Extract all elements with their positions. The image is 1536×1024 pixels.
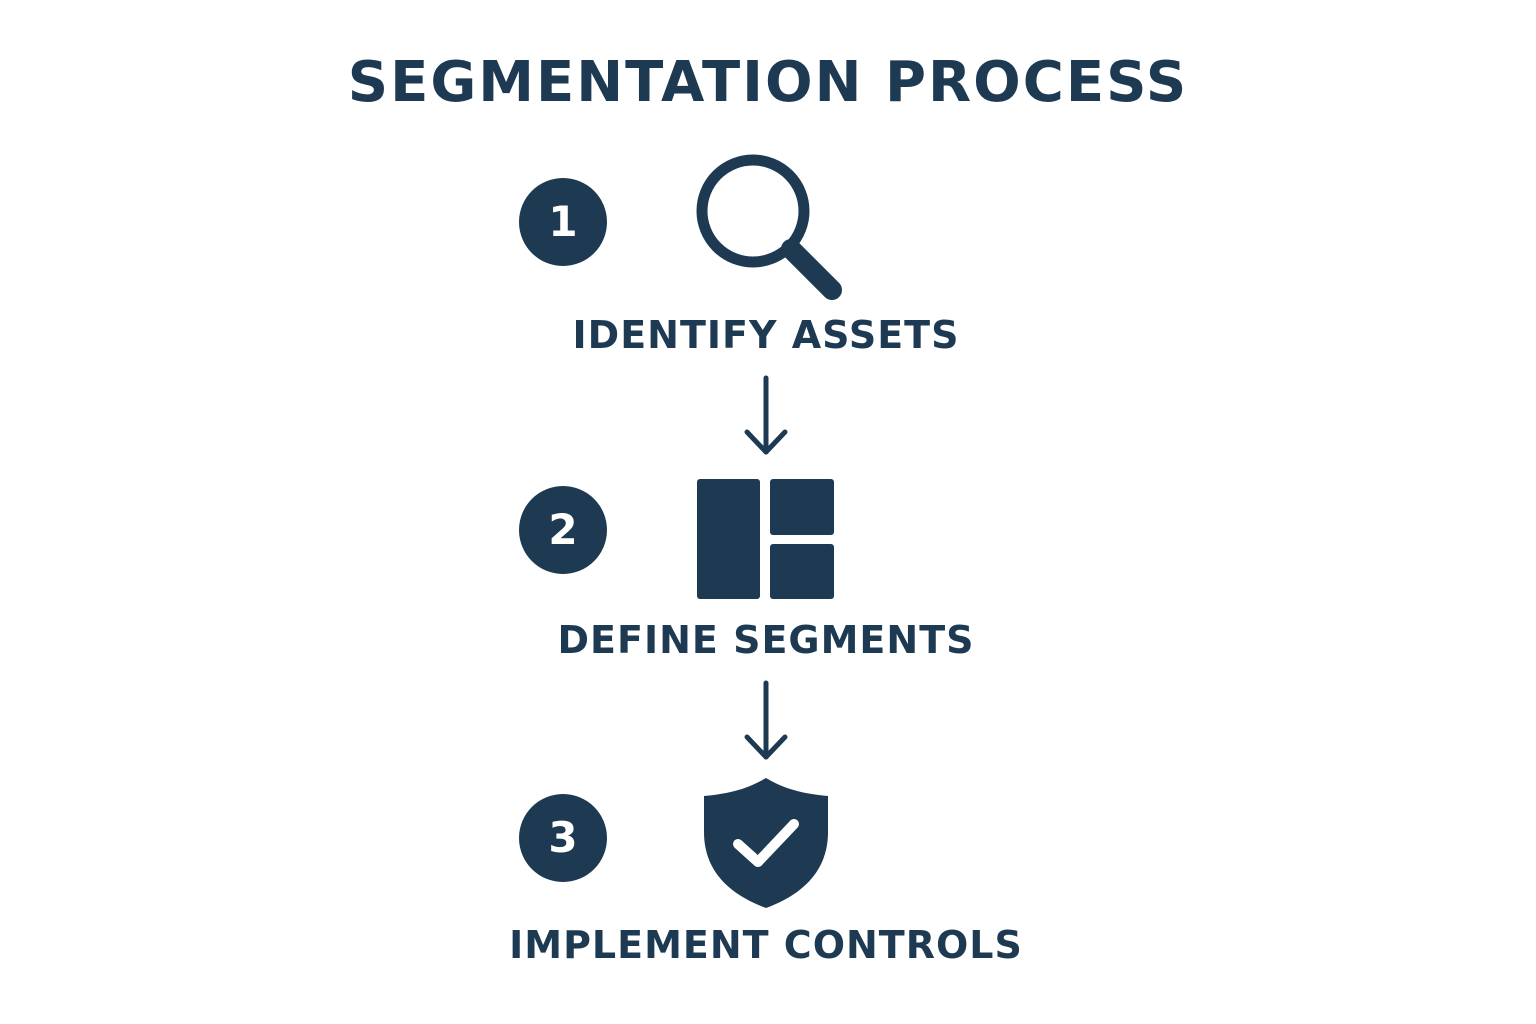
step-3-number-badge: 3 bbox=[519, 794, 607, 882]
step-3-label: IMPLEMENT CONTROLS bbox=[509, 923, 1023, 967]
shield-check-icon bbox=[704, 778, 828, 908]
segmented-layout-icon bbox=[697, 479, 834, 599]
arrow-down-icon bbox=[744, 375, 788, 455]
step-1-number-badge: 1 bbox=[519, 178, 607, 266]
step-2-label: DEFINE SEGMENTS bbox=[557, 618, 975, 662]
step-1-label: IDENTIFY ASSETS bbox=[572, 313, 960, 357]
magnifying-glass-icon bbox=[696, 154, 842, 300]
diagram-title: SEGMENTATION PROCESS bbox=[347, 50, 1189, 115]
step-2-number-badge: 2 bbox=[519, 486, 607, 574]
arrow-down-icon bbox=[744, 680, 788, 760]
